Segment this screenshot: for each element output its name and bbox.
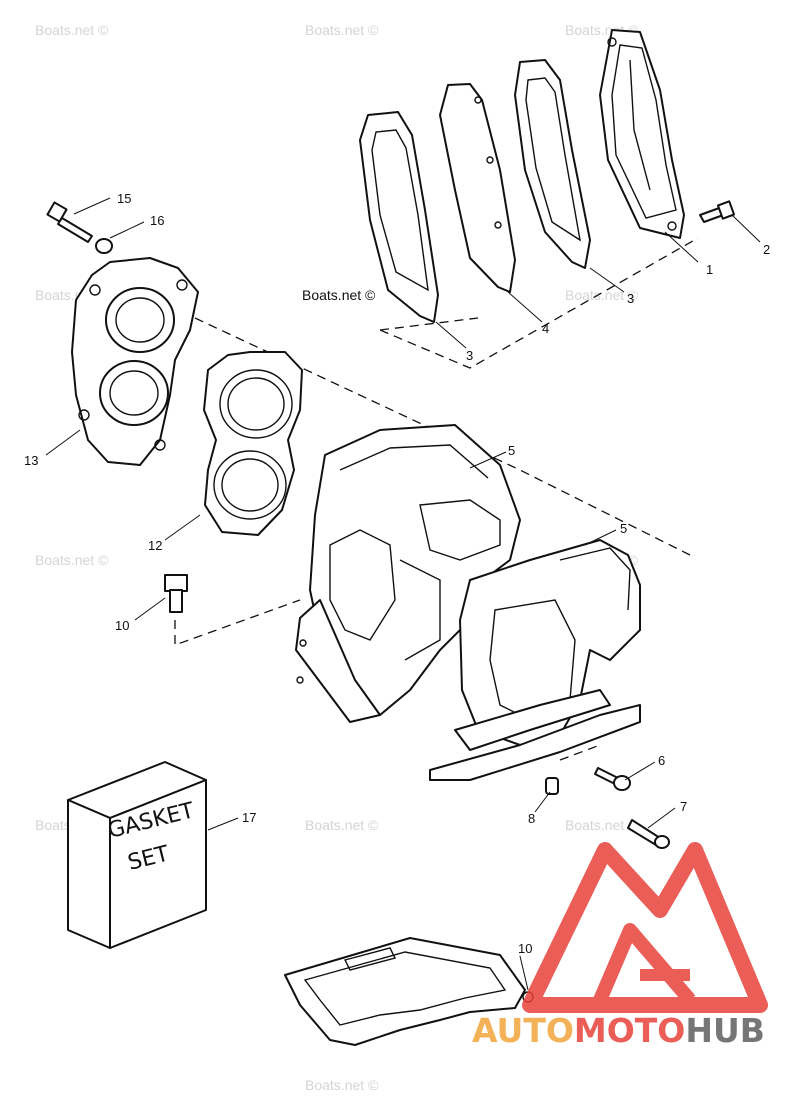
- callout-12: 10: [115, 618, 129, 633]
- base-gasket: [284, 937, 534, 1046]
- logo-triangle-icon: [522, 842, 768, 1013]
- callout-3-rear: 3: [627, 291, 634, 306]
- watermark-text-dark: Boats.net ©: [302, 287, 376, 303]
- watermark-text: Boats.net ©: [305, 817, 379, 833]
- bolt-12: [164, 574, 188, 613]
- watermark-text: Boats.net ©: [565, 817, 639, 833]
- screw-7: [627, 819, 670, 849]
- crankcase-half: [429, 539, 641, 781]
- callout-17: 17: [242, 810, 256, 825]
- callout-7: 7: [680, 799, 687, 814]
- cylinder-block: [295, 424, 521, 723]
- automotohub-logo: AUTOMOTOHUB: [472, 842, 768, 1050]
- callout-15: 15: [117, 191, 131, 206]
- plate-4: [439, 83, 516, 293]
- washer-16: [95, 238, 113, 254]
- watermark-text: Boats.net ©: [305, 22, 379, 38]
- watermark-text: Boats.net ©: [565, 287, 639, 303]
- callout-labels: 15 16 2 1 3 4 3 5 5 13 12 10 6 7 8 10 17: [24, 191, 770, 956]
- gasket-plate-3-rear: [514, 59, 591, 269]
- callout-4: 4: [542, 321, 549, 336]
- callout-6: 6: [658, 753, 665, 768]
- screw-2: [699, 200, 736, 223]
- pin-8: [545, 777, 559, 795]
- callout-5-crankcase: 5: [620, 521, 627, 536]
- alignment-lines: [174, 237, 699, 761]
- cylinder-head: [71, 257, 199, 466]
- callout-16: 16: [150, 213, 164, 228]
- screw-6: [594, 767, 631, 791]
- head-gasket: [203, 351, 303, 536]
- watermark-text: Boats.net ©: [305, 1077, 379, 1093]
- svg-text:AUTOMOTOHUB: AUTOMOTOHUB: [472, 1011, 765, 1050]
- callout-3-front: 3: [466, 348, 473, 363]
- callout-10: 10: [518, 941, 532, 956]
- callout-5-block: 5: [508, 443, 515, 458]
- cover-plate: [599, 29, 685, 239]
- callout-8: 8: [528, 811, 535, 826]
- leader-lines: [45, 197, 761, 991]
- callout-14: 13: [24, 453, 38, 468]
- watermark-text: Boats.net ©: [35, 552, 109, 568]
- callout-13: 12: [148, 538, 162, 553]
- logo-text-hub: HUB: [685, 1011, 765, 1050]
- gasket-set-box: GASKET SET: [67, 761, 207, 949]
- bolt-15: [46, 201, 93, 243]
- callout-1: 1: [706, 262, 713, 277]
- gasket-plate-3-front: [359, 111, 439, 323]
- callout-2: 2: [763, 242, 770, 257]
- logo-text-moto: MOTO: [574, 1011, 685, 1050]
- watermark-text: Boats.net ©: [35, 22, 109, 38]
- logo-text-auto: AUTO: [472, 1011, 574, 1050]
